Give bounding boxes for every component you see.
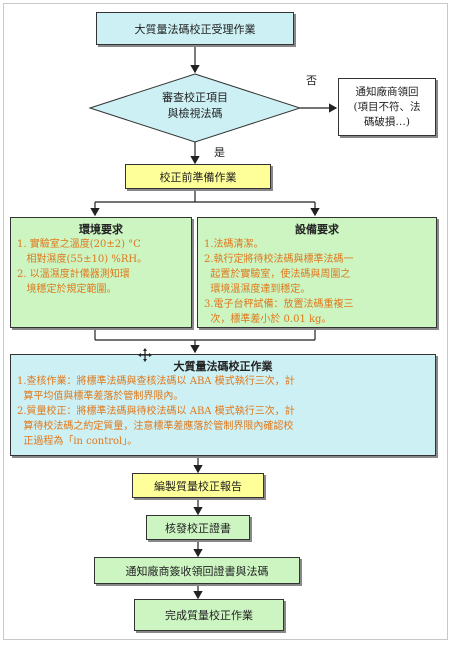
equip-panel: 設備要求 1.法碼清潔。 2.執行定將待校法碼與標準法碼一 起置於實驗室，使法碼與…	[197, 217, 437, 328]
calib-item: 正過程為「in control」。	[17, 436, 138, 447]
decision-line-2: 與檢視法碼	[167, 107, 223, 120]
env-item: 1. 實驗室之溫度(20±2) °C	[17, 239, 141, 250]
decision-text: 審查校正項目 與檢視法碼	[130, 90, 260, 122]
calib-panel: 大質量法碼校正作業 1.查核作業：將標準法碼與查核法碼以 ABA 模式執行三次，…	[10, 354, 436, 456]
report-node: 編製質量校正報告	[132, 473, 264, 498]
equip-list: 1.法碼清潔。 2.執行定將待校法碼與標準法碼一 起置於實驗室，使法碼與周圍之 環…	[204, 237, 430, 327]
prep-label: 校正前準備作業	[159, 170, 237, 184]
no-label: 否	[306, 74, 317, 87]
env-panel: 環境要求 1. 實驗室之溫度(20±2) °C 相對濕度(55±10) %RH。…	[10, 217, 192, 328]
notify-line-1: 通知廠商領回	[355, 85, 419, 98]
equip-item: 起置於實驗室，使法碼與周圍之	[204, 269, 351, 280]
notify-return-label: 通知廠商簽收領回證書與法碼	[125, 564, 269, 578]
env-title: 環境要求	[79, 223, 123, 236]
move-cursor-icon	[138, 347, 152, 362]
calib-item: 算待校法碼之約定質量，注意標準差應落於管制界限內確認校	[17, 421, 294, 432]
calib-item: 算平均值與標準差落於管制界限內。	[17, 391, 184, 402]
finish-node: 完成質量校正作業	[134, 599, 284, 631]
start-node: 大質量法碼校正受理作業	[96, 12, 294, 45]
yes-label: 是	[214, 146, 225, 159]
issue-node: 核發校正證書	[146, 515, 250, 540]
notify-line-3: 碼破損…)	[363, 115, 411, 128]
equip-item: 2.執行定將待校法碼與標準法碼一	[204, 254, 354, 265]
notify-line-2: (項目不符、法	[353, 100, 421, 113]
notify-return-node: 通知廠商簽收領回證書與法碼	[94, 557, 300, 584]
issue-label: 核發校正證書	[165, 521, 231, 535]
notify-vendor-node: 通知廠商領回 (項目不符、法 碼破損…)	[338, 78, 436, 136]
decision-line-1: 審查校正項目	[162, 91, 228, 104]
report-label: 編製質量校正報告	[154, 479, 242, 493]
calib-item: 2.質量校正：將標準法碼與待校法碼以 ABA 模式執行三次，計	[17, 406, 295, 417]
equip-title: 設備要求	[295, 223, 339, 236]
env-item: 相對濕度(55±10) %RH。	[17, 254, 148, 265]
finish-label: 完成質量校正作業	[165, 609, 253, 622]
calib-item: 1.查核作業：將標準法碼與查核法碼以 ABA 模式執行三次，計	[17, 376, 295, 387]
start-label: 大質量法碼校正受理作業	[134, 22, 256, 36]
calib-list: 1.查核作業：將標準法碼與查核法碼以 ABA 模式執行三次，計 算平均值與標準差…	[17, 374, 429, 449]
env-item: 2. 以溫濕度計儀器測知環	[17, 269, 130, 280]
prep-node: 校正前準備作業	[125, 164, 271, 189]
calib-title: 大質量法碼校正作業	[173, 360, 273, 373]
env-list: 1. 實驗室之溫度(20±2) °C 相對濕度(55±10) %RH。 2. 以溫…	[17, 237, 185, 297]
equip-item: 3.電子台秤試備：放置法碼重複三	[204, 299, 354, 310]
env-item: 境穩定於規定範圍。	[17, 284, 117, 295]
equip-item: 1.法碼清潔。	[204, 239, 264, 250]
equip-item: 次，標準差小於 0.01 kg。	[204, 314, 332, 325]
equip-item: 環境溫濕度達到穩定。	[204, 284, 311, 295]
